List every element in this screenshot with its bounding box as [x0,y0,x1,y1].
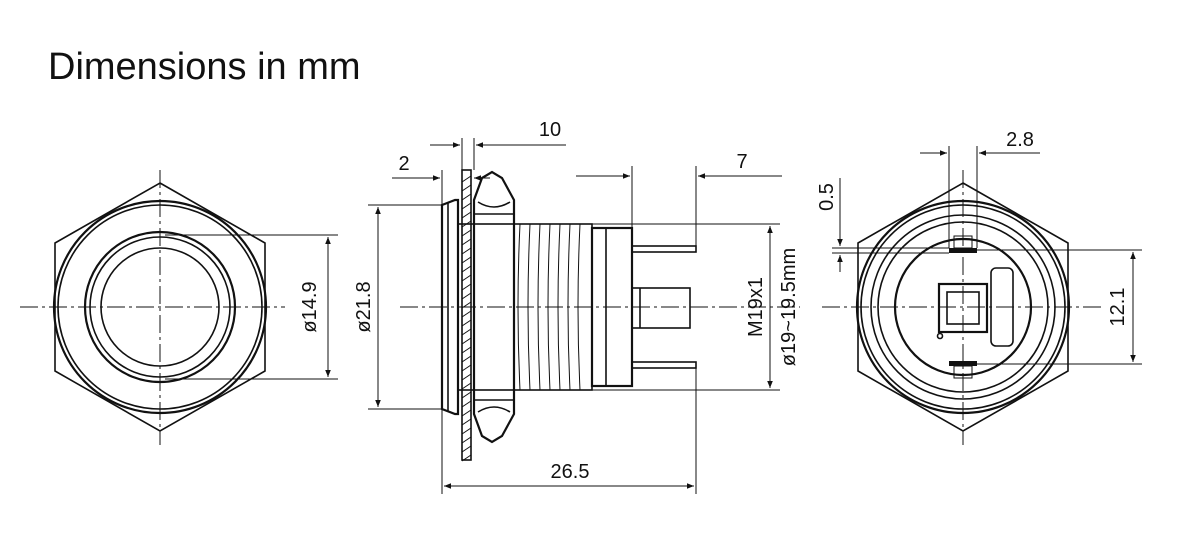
side-overall-length-label: 26.5 [551,461,590,483]
panel-hatch-line [461,238,472,246]
panel-hatch-line [461,364,472,372]
side-view: 2 10 7 ø21.8 M19x1 ø19~19.5mm 26.5 [353,119,800,494]
panel-hatch-line [461,193,472,201]
panel-hatch-line [461,436,472,444]
panel-hatch-line [461,175,472,183]
rear-pin-spacing-label: 12.1 [1107,288,1129,327]
panel-hatch-line [461,337,472,345]
panel-hatch-line [461,328,472,336]
side-terminal-bottom [631,361,697,369]
panel-hatch-line [461,445,472,453]
side-outer-diameter-label: ø21.8 [353,281,375,332]
front-view: ø14.9 [20,170,338,445]
panel-hatch-line [461,184,472,192]
rear-polarity-mark [936,332,944,340]
panel-hatch-line [461,265,472,273]
front-diameter-label: ø14.9 [299,281,321,332]
panel-hatch-line [461,319,472,327]
side-hex-nut [472,170,516,444]
panel-hatch-line [461,427,472,435]
panel-hatch-line [461,400,472,408]
panel-hatch-line [461,247,472,255]
side-panel-hole-label: ø19~19.5mm [778,248,800,366]
panel-hatch-line [461,274,472,282]
page-title: Dimensions in mm [48,46,361,88]
panel-hatch-line [461,454,472,462]
panel-hatch-line [461,391,472,399]
panel-hatch-line [461,355,472,363]
side-flange-thickness-label: 2 [398,153,409,175]
side-panel [461,169,472,461]
rear-pin-width-label: 2.8 [1006,129,1034,151]
panel-hatch-line [461,292,472,300]
panel-hatch-line [461,346,472,354]
panel-hatch-line [461,229,472,237]
panel-hatch-line [461,202,472,210]
panel-hatch-line [461,382,472,390]
rear-view: 2.8 0.5 12.1 [816,129,1142,445]
side-terminal-length-label: 7 [736,151,747,173]
side-thread-label: M19x1 [745,277,767,337]
panel-hatch-line [461,409,472,417]
panel-hatch-line [461,310,472,318]
panel-hatch-line [461,211,472,219]
side-terminal-top [631,245,697,253]
panel-hatch-line [461,283,472,291]
panel-hatch-line [461,418,472,426]
side-nut-width-label: 10 [539,119,561,141]
side-center-pin [631,287,691,329]
rear-bottom-pin [949,361,977,366]
side-panel-hatch [461,175,472,462]
panel-hatch-line [461,373,472,381]
panel-hatch-line [461,256,472,264]
rear-pin-thickness-label: 0.5 [816,183,838,211]
